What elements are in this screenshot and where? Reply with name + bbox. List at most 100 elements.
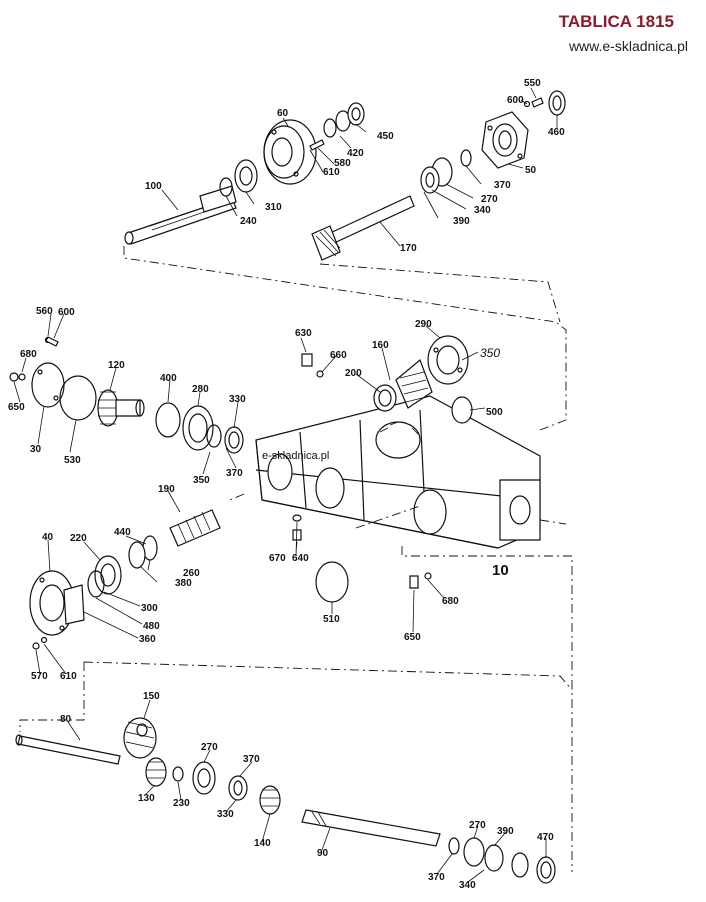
label-420: 420 [347, 148, 364, 159]
ring-370-top [460, 149, 472, 167]
label-670: 670 [269, 553, 286, 564]
bolt-570-610 [32, 636, 48, 650]
bearing-200 [373, 384, 397, 412]
label-610-top: 610 [323, 167, 340, 178]
label-240: 240 [240, 216, 257, 227]
label-130: 130 [138, 793, 155, 804]
page-title: TABLICA 1815 [558, 12, 674, 31]
cup-500 [451, 396, 473, 424]
bearing-290 [427, 335, 469, 385]
cover-50 [481, 111, 529, 169]
housing-60 [263, 119, 317, 185]
bearing-310 [234, 159, 258, 193]
main-housing-10 [255, 395, 541, 549]
label-360: 360 [139, 634, 156, 645]
label-200: 200 [345, 368, 362, 379]
gear-140 [259, 785, 281, 815]
label-380: 380 [175, 578, 192, 589]
label-680-left: 680 [20, 349, 37, 360]
label-440: 440 [114, 527, 131, 538]
label-390-bottom: 390 [497, 826, 514, 837]
bolt-680-650-right [409, 572, 432, 589]
gear-150 [123, 717, 157, 759]
label-220: 220 [70, 533, 87, 544]
bearing-330-bottom [228, 775, 248, 801]
label-30: 30 [30, 444, 42, 455]
label-140: 140 [254, 838, 271, 849]
label-630: 630 [295, 328, 312, 339]
bolt-560-600 [44, 336, 59, 347]
label-550: 550 [524, 78, 541, 89]
shaft-100 [124, 185, 237, 245]
bearing-220 [94, 555, 122, 595]
label-350-handwritten: 350 [480, 346, 500, 360]
gear-120 [97, 389, 145, 427]
seal-420-group [323, 102, 365, 138]
ring-300 [87, 570, 105, 598]
cover-510 [315, 561, 349, 603]
gear-130 [145, 757, 167, 787]
label-170: 170 [400, 243, 417, 254]
label-50: 50 [525, 165, 537, 176]
label-640: 640 [292, 553, 309, 564]
label-560: 560 [36, 306, 53, 317]
label-120: 120 [108, 360, 125, 371]
bearing-270-bottom [192, 761, 216, 795]
label-150: 150 [143, 691, 160, 702]
label-500: 500 [486, 407, 503, 418]
part-labels: 550 600 460 60 450 420 580 610 50 100 31… [8, 78, 565, 891]
label-400: 400 [160, 373, 177, 384]
label-40: 40 [42, 532, 54, 543]
label-480: 480 [143, 621, 160, 632]
label-80: 80 [60, 714, 72, 725]
label-370-mid: 370 [226, 468, 243, 479]
label-260: 260 [183, 568, 200, 579]
washer-230 [172, 766, 184, 782]
shaft-170 [311, 195, 415, 261]
label-530: 530 [64, 455, 81, 466]
label-270-top: 270 [481, 194, 498, 205]
shaft-90 [301, 809, 441, 847]
label-190: 190 [158, 484, 175, 495]
label-610-mid: 610 [60, 671, 77, 682]
label-660: 660 [330, 350, 347, 361]
label-450: 450 [377, 131, 394, 142]
label-680-right: 680 [442, 596, 459, 607]
label-60: 60 [277, 108, 289, 119]
bolt-630-660 [301, 353, 324, 378]
label-470: 470 [537, 832, 554, 843]
bolt-680-650 [9, 372, 26, 382]
label-600-top: 600 [507, 95, 524, 106]
label-570: 570 [31, 671, 48, 682]
watermark-text: e-skladnica.pl [262, 450, 329, 462]
bearing-280 [182, 405, 214, 451]
label-600-mid: 600 [58, 307, 75, 318]
shaft-190 [169, 509, 221, 547]
oring-530 [59, 375, 97, 421]
label-100: 100 [145, 181, 162, 192]
label-290: 290 [415, 319, 432, 330]
label-330-bottom: 330 [217, 809, 234, 820]
label-270-bottom: 270 [201, 742, 218, 753]
label-340-bottom: 340 [459, 880, 476, 891]
gear-160 [395, 358, 433, 409]
seal-460 [548, 90, 566, 116]
label-370-bottom: 370 [243, 754, 260, 765]
label-390-top: 390 [453, 216, 470, 227]
label-650-right: 650 [404, 632, 421, 643]
leader-lines [13, 87, 558, 883]
ring-400 [155, 402, 181, 438]
label-270-right: 270 [469, 820, 486, 831]
ring-440-260 [128, 535, 158, 569]
bearing-group-bottom-right [448, 837, 556, 884]
label-90: 90 [317, 848, 329, 859]
label-310: 310 [265, 202, 282, 213]
cover-30 [31, 362, 65, 408]
label-350: 350 [193, 475, 210, 486]
label-160: 160 [372, 340, 389, 351]
label-370-right: 370 [428, 872, 445, 883]
label-340-top: 340 [474, 205, 491, 216]
shaft-80 [15, 734, 121, 765]
bearing-270-340 [420, 157, 453, 194]
